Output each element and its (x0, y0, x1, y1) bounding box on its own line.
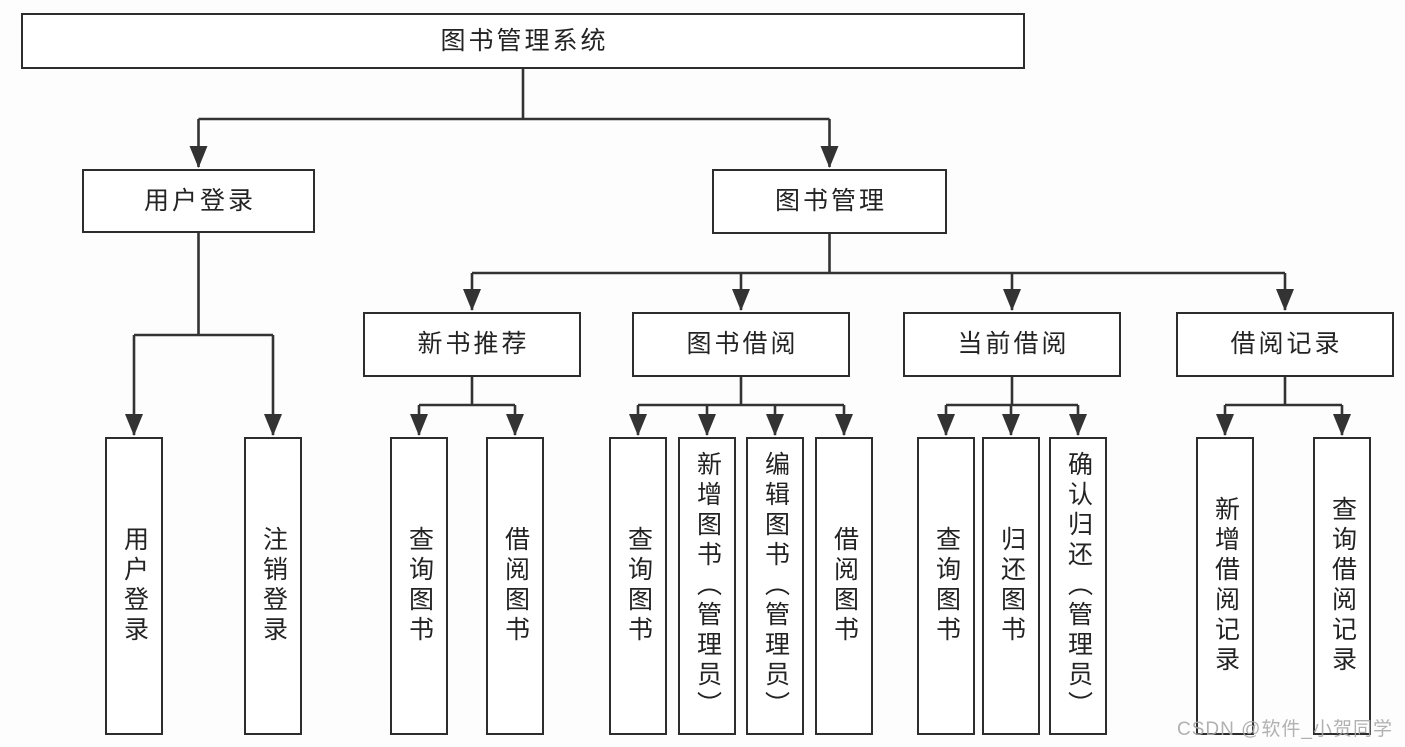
watermark: CSDN @软件_小贺同学 (1177, 719, 1393, 740)
leaf-edit-books-admin: 编辑图书（管理员） (746, 437, 804, 735)
node-new-book-recommend: 新书推荐 (363, 312, 581, 377)
node-user-login: 用户登录 (82, 169, 315, 233)
node-book-management: 图书管理 (712, 169, 947, 234)
leaf-query-books-current: 查询图书 (917, 437, 975, 735)
node-book-borrowing: 图书借阅 (632, 312, 850, 377)
node-library-system: 图书管理系统 (21, 13, 1025, 69)
leaf-return-books: 归还图书 (982, 437, 1040, 735)
node-current-borrowing: 当前借阅 (903, 312, 1121, 377)
leaf-query-borrow-record: 查询借阅记录 (1313, 437, 1371, 735)
leaf-query-books-borrowing: 查询图书 (609, 437, 667, 735)
leaf-query-books-recommend: 查询图书 (390, 437, 448, 735)
leaf-logout: 注销登录 (244, 437, 302, 735)
leaf-borrow-books-recommend: 借阅图书 (486, 437, 544, 735)
leaf-user-login: 用户登录 (105, 437, 163, 735)
leaf-borrow-books-borrowing: 借阅图书 (815, 437, 873, 735)
leaf-confirm-return-admin: 确认归还（管理员） (1049, 437, 1107, 735)
leaf-add-books-admin: 新增图书（管理员） (678, 437, 736, 735)
leaf-add-borrow-record: 新增借阅记录 (1196, 437, 1254, 735)
node-borrow-records: 借阅记录 (1176, 312, 1394, 377)
